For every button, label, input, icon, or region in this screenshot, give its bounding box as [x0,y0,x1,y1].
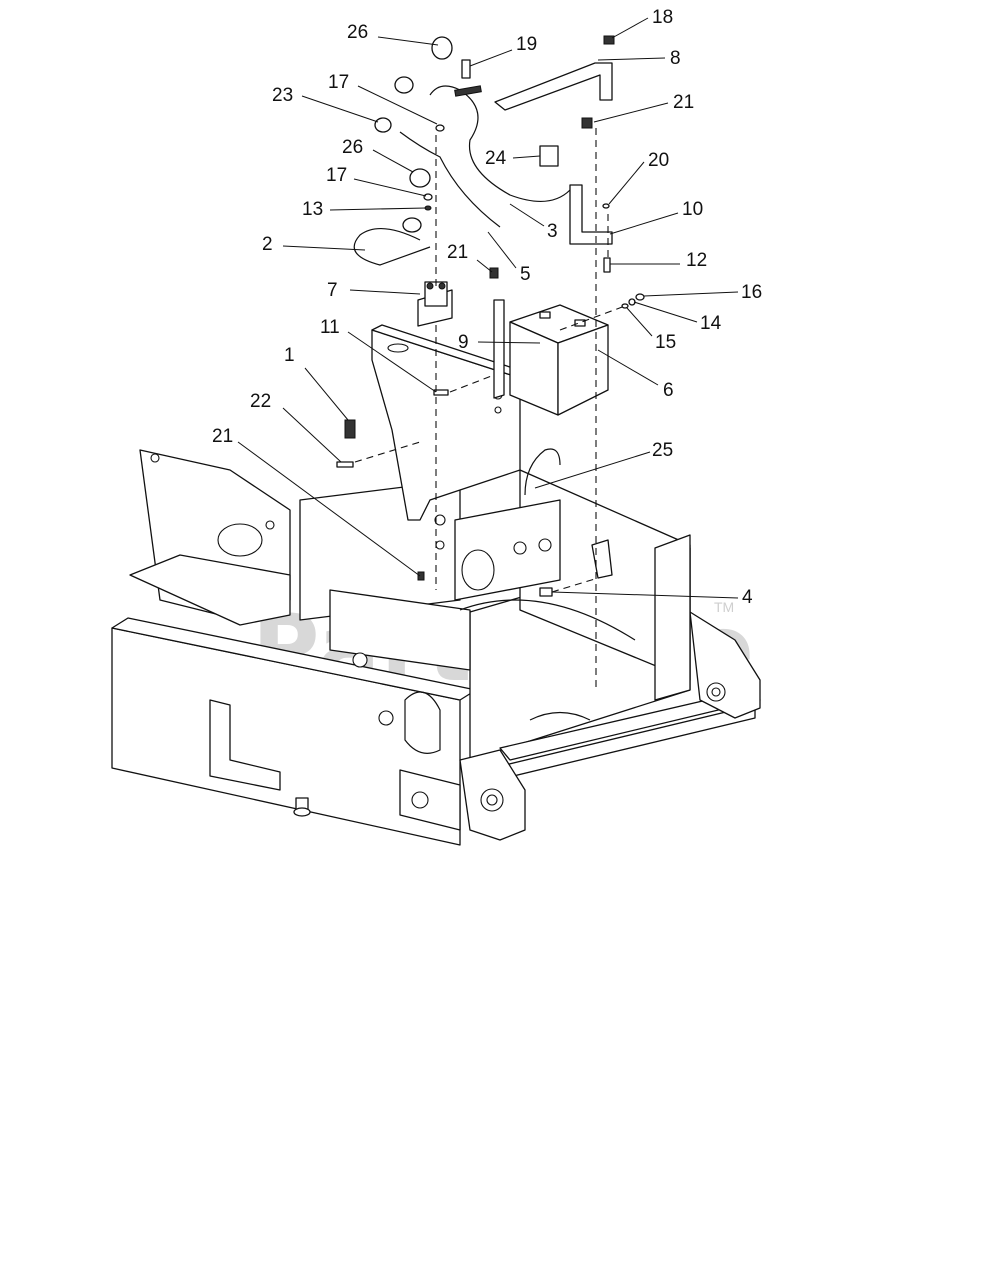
callout-17: 17 [326,165,347,186]
tower-hole [494,406,502,414]
engine-mount-opening [461,549,495,591]
callout-11: 11 [320,317,340,338]
bolt [433,389,449,396]
connector [461,59,471,79]
bolt [489,267,499,279]
callout-21: 21 [212,426,233,447]
solenoid-post [438,282,446,290]
frame-curve [459,599,636,641]
mount-plate-hole [150,453,160,463]
engine-mount-hole [538,538,552,552]
wire-harness [524,448,561,496]
battery-tower [371,329,521,521]
bolt [581,117,593,129]
engine-mount-hole [513,541,527,555]
callout-21: 21 [673,92,694,113]
battery-terminal [539,311,551,319]
cables [353,85,571,266]
callout-19: 19 [516,34,537,55]
callout-2: 2 [262,234,273,255]
terminal-cover [539,145,559,167]
callout-13: 13 [302,199,323,220]
hitch-hole-inner [711,687,721,697]
battery-hold-down-rod [493,299,505,399]
battery-terminal [574,319,586,327]
assembly-lines [354,128,626,690]
rail-hole [378,710,394,726]
callout-16: 16 [741,282,762,303]
callout-12: 12 [686,250,707,271]
cable-2 [353,227,431,266]
callout-26: 26 [342,137,363,158]
washer [435,124,445,132]
watermark-trademark: TM [714,599,734,615]
callout-26: 26 [347,22,368,43]
tower-slot [387,343,409,353]
callout-25: 25 [652,440,673,461]
callout-8: 8 [670,48,681,69]
mounting-bracket [494,62,613,111]
grommet [374,117,392,133]
bolt [603,257,611,273]
battery-support [371,324,526,521]
callout-1: 1 [284,345,295,366]
left-hitch-hole-inner [486,794,498,806]
mount-plate-hole [265,520,275,530]
cable-3 [429,85,571,203]
battery [509,304,609,416]
callout-14: 14 [700,313,722,334]
washer [602,203,610,209]
terminal-boot [431,36,453,60]
bolt [417,571,425,581]
callout-20: 20 [648,150,669,171]
callout-5: 5 [520,264,531,285]
callout-labels: 26 19 18 8 17 23 21 26 24 20 17 10 13 3 … [212,7,762,608]
callout-21: 21 [447,242,468,263]
cable-3-end [454,85,482,97]
nut [635,293,645,301]
washer [423,193,433,201]
leader-lines [237,17,739,599]
terminal-boot [409,168,431,188]
callout-3: 3 [547,221,558,242]
tower-hole [435,540,445,550]
flat-washer [621,303,629,309]
callout-17: 17 [328,72,349,93]
mount-plate-cutout [217,523,263,557]
left-rail-bracket [209,699,281,791]
tower-hole [434,514,446,526]
foot-hole [411,791,429,809]
rear-slot [529,711,591,721]
screw [336,461,354,468]
cable-5 [399,131,501,228]
rail-slot [404,691,441,754]
callout-15: 15 [655,332,676,353]
callout-7: 7 [327,280,338,301]
frame-bolt [293,797,311,817]
callout-10: 10 [682,199,703,220]
callout-9: 9 [458,332,469,353]
solenoid-post [426,282,434,290]
rail-hole [352,652,368,668]
callout-24: 24 [485,148,507,169]
grommet [394,76,414,94]
switch [344,419,356,439]
rear-right-post [654,534,691,701]
callout-18: 18 [652,7,673,28]
left-lower-flange [129,554,291,626]
starter-solenoid [417,281,453,327]
chassis-frame [111,449,761,846]
center-channel [329,589,471,671]
clip [539,587,553,597]
hardware [336,35,645,597]
nut [603,35,615,45]
support-bracket [569,184,613,245]
callout-23: 23 [272,85,293,106]
callout-22: 22 [250,391,271,412]
callout-6: 6 [663,380,674,401]
callout-4: 4 [742,587,753,608]
cable-2-boot [402,217,422,233]
left-rail-foot [399,769,461,831]
